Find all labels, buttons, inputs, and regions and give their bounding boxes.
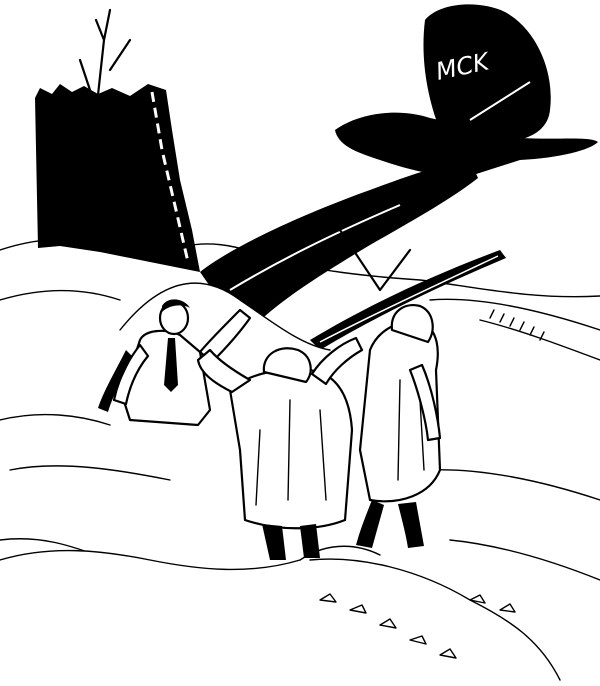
tail-fin: MCK — [423, 4, 551, 142]
snow-drifts — [0, 238, 600, 681]
plane-fuselage — [200, 160, 478, 330]
man-left — [98, 299, 252, 427]
broken-wing-section — [35, 8, 200, 272]
foreground-snow — [0, 545, 381, 686]
rescuer-right — [356, 304, 442, 548]
rescuer-middle — [196, 336, 364, 560]
detached-wing — [310, 250, 506, 350]
horizontal-stabilizer — [335, 112, 598, 177]
